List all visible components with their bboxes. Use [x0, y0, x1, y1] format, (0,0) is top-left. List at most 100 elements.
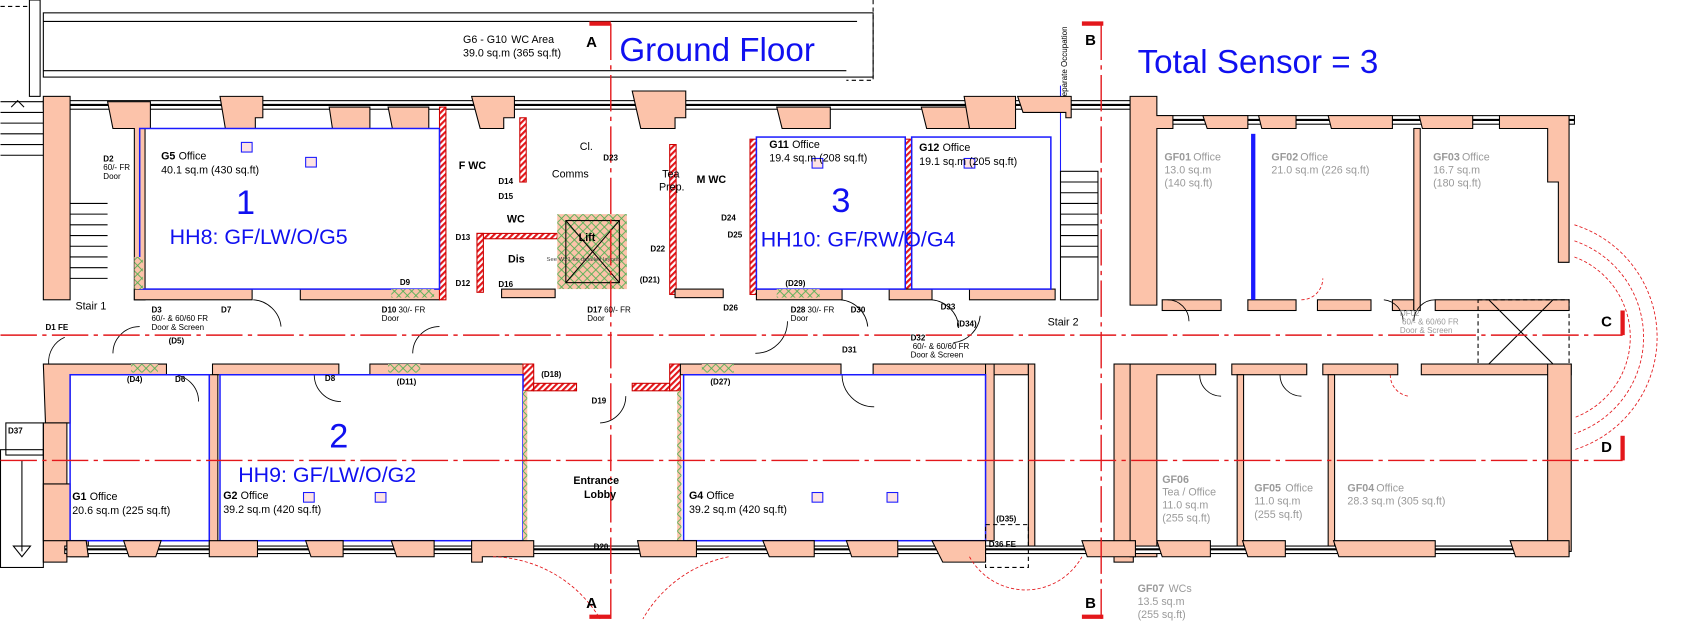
room-gf03-area: 16.7 sq.m — [1433, 164, 1480, 176]
door-swings — [48, 278, 1570, 424]
w21-note: See W21 for detailed layouts — [547, 257, 622, 263]
section-c: C — [1601, 314, 1612, 331]
door-d12: D12 — [456, 279, 471, 288]
page-title: Ground Floor — [619, 32, 815, 69]
room-gf01-area-ft: (140 sq.ft) — [1164, 177, 1212, 189]
door-d16: D16 — [498, 280, 513, 289]
door-d22: D22 — [650, 245, 665, 254]
door-d18: (D18) — [541, 370, 561, 379]
room-g4-area: 39.2 sq.m (420 sq.ft) — [689, 504, 787, 516]
room-gf06-area-ft: (255 sq.ft) — [1162, 512, 1210, 524]
stair-1-label: Stair 1 — [75, 300, 106, 312]
door-d26: D26 — [723, 304, 738, 313]
external-stair — [0, 99, 44, 156]
door-d1: D1 FE — [45, 323, 68, 332]
door-d33: D33 — [941, 302, 956, 311]
room-gf04-area: 28.3 sq.m (305 sq.ft) — [1347, 495, 1445, 507]
sensor-icon — [886, 491, 899, 503]
upper-walls — [70, 106, 1570, 312]
door-d35: (D35) — [996, 514, 1016, 523]
wc-area-name: WC Area — [511, 34, 554, 46]
door-d7: D7 — [221, 306, 232, 315]
sensor-icon — [811, 491, 824, 503]
section-b-bottom: B — [1085, 595, 1096, 612]
sensor-icon — [240, 141, 253, 153]
room-lobby: Entrance — [573, 475, 619, 487]
room-gf07-area-ft: (255 sq.ft) — [1138, 609, 1186, 621]
sensor-icon — [963, 157, 976, 169]
door-d27: (D27) — [710, 377, 730, 386]
zone-1-code: HH8: GF/LW/O/G5 — [170, 225, 348, 249]
door-d37: D37 — [8, 427, 23, 436]
room-wc: WC — [507, 214, 525, 226]
door-d20: D20 — [594, 542, 609, 551]
door-d25: D25 — [728, 231, 743, 240]
door-d31: D31 — [842, 345, 857, 354]
room-g2-area: 39.2 sq.m (420 sq.ft) — [223, 504, 321, 516]
sensor-icon — [811, 157, 824, 169]
door-d28-line2: Door — [791, 314, 809, 323]
zone-1-number: 1 — [236, 184, 255, 222]
door-d10-line2: Door — [382, 314, 400, 323]
door-d11: (D11) — [397, 377, 417, 386]
door-d5: (D5) — [169, 337, 185, 346]
room-tea-prep: Tea — [662, 169, 679, 181]
door-d32: D32 — [911, 333, 926, 342]
room-dis: Dis — [508, 253, 525, 265]
total-sensor-label: Total Sensor = 3 — [1138, 44, 1379, 81]
sensor-icon — [374, 491, 387, 503]
door-d24: D24 — [721, 214, 736, 223]
door-df02-line2: Door & Screen — [1400, 326, 1453, 335]
room-g5-area: 40.1 sq.m (430 sq.ft) — [161, 164, 259, 176]
section-a-bottom: A — [586, 595, 597, 612]
door-d36: D36 FE — [989, 540, 1017, 549]
door-d3-line2: Door & Screen — [151, 323, 204, 332]
door-d8: D8 — [325, 374, 336, 383]
door-d29: (D29) — [785, 279, 805, 288]
zone-3-number: 3 — [831, 182, 850, 220]
door-d2-line1: 60/- FR — [103, 163, 130, 172]
door-d3-line1: 60/- & 60/60 FR — [151, 314, 208, 323]
door-d4: (D4) — [127, 375, 143, 384]
door-d32-line1: 60/- & 60/60 FR — [913, 342, 970, 351]
section-d: D — [1601, 439, 1612, 456]
door-d14: D14 — [498, 177, 513, 186]
room-gf05-area: 11.0 sq.m — [1254, 495, 1300, 507]
separate-occupation-label: Separate Occupation — [1060, 26, 1069, 101]
door-d17-line2: Door — [587, 314, 605, 323]
room-cl: Cl. — [580, 141, 593, 153]
room-lobby-line2: Lobby — [584, 489, 616, 501]
south-facade — [0, 224, 1658, 620]
door-d15: D15 — [498, 192, 513, 201]
room-comms: Comms — [552, 169, 589, 181]
room-lift: Lift — [579, 232, 596, 244]
zone-2-number: 2 — [329, 418, 348, 456]
door-d32-line2: Door & Screen — [911, 351, 964, 360]
door-d2: D2 — [103, 155, 114, 164]
north-facade — [42, 90, 1575, 306]
door-d34: (D34) — [957, 320, 977, 329]
room-gf02-area: 21.0 sq.m (226 sq.ft) — [1271, 164, 1369, 176]
door-df02-line1: 60/- & 60/60 FR — [1402, 317, 1459, 326]
sensors — [240, 141, 976, 503]
door-d6: D6 — [175, 375, 186, 384]
wc-area-size: 39.0 sq.m (365 sq.ft) — [463, 48, 561, 60]
door-d13: D13 — [456, 233, 471, 242]
zone-3-code: HH10: GF/RW/O/G4 — [761, 227, 956, 251]
door-d9: D9 — [400, 278, 411, 287]
door-d19: D19 — [592, 397, 607, 406]
room-tea-prep-line2: Prep. — [659, 182, 685, 194]
door-labels: D1 FE D2 60/- FR Door D3 60/- & 60/60 FR… — [8, 154, 1017, 552]
section-a-top: A — [586, 34, 597, 51]
room-g1-area: 20.6 sq.m (225 sq.ft) — [72, 505, 170, 517]
